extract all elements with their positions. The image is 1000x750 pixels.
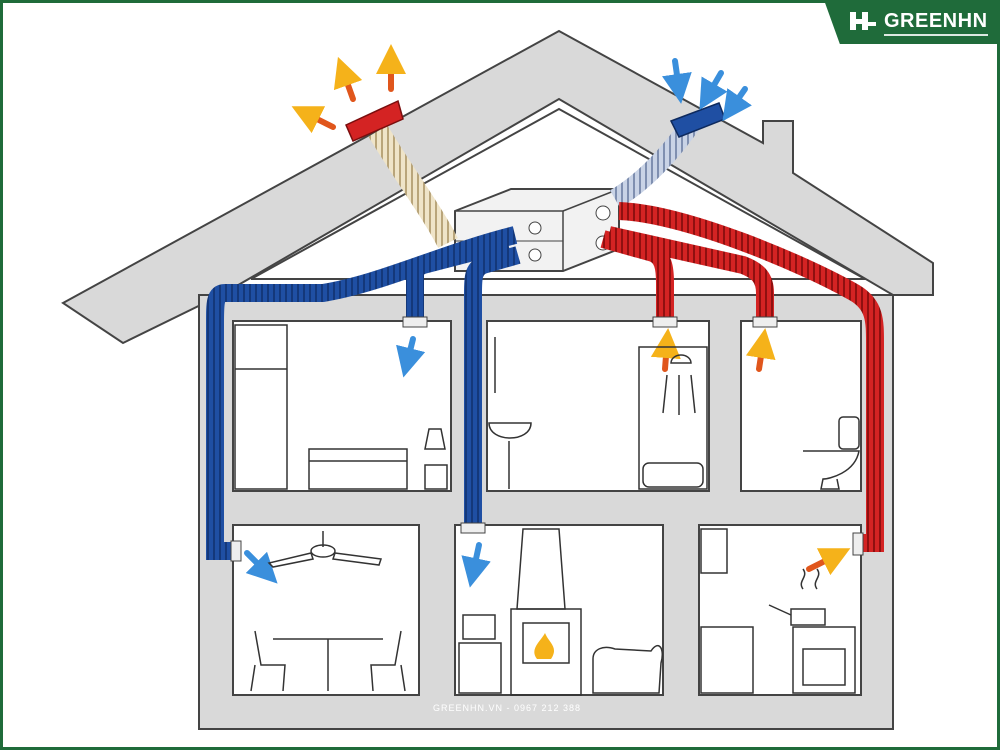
toilet-room (740, 320, 862, 492)
brand-underline (884, 34, 988, 36)
brand-logo-icon (850, 12, 876, 30)
incoming-air-arrows (662, 58, 752, 122)
dining-table-icon (250, 630, 406, 692)
supply-vent-dining (230, 540, 242, 562)
shower-icon (638, 346, 708, 490)
fireplace-icon (510, 528, 582, 696)
dining-room (232, 524, 420, 696)
supply-vent-bedroom (402, 316, 428, 328)
armchair-icon (592, 645, 663, 694)
extract-ducts (600, 202, 884, 552)
bed-icon (308, 448, 408, 490)
wardrobe-icon (234, 324, 288, 490)
supply-vent-living (460, 522, 486, 534)
living-room (454, 524, 664, 696)
extract-vent-toilet (752, 316, 778, 328)
extract-vent-kitchen (852, 532, 864, 556)
fan-icon (267, 531, 382, 568)
lamp-icon (424, 428, 448, 490)
brand-banner: GREENHN (824, 0, 1000, 44)
outgoing-air-arrows (291, 44, 406, 134)
sink-icon (488, 337, 532, 489)
brand-name: GREENHN (884, 10, 988, 32)
kitchen-cabinet-icon (700, 528, 754, 694)
supply-ducts (206, 226, 521, 560)
bedroom (232, 320, 452, 492)
footer-watermark: GREENHN.VN - 0967 212 388 (433, 703, 582, 713)
desk-icon (458, 614, 502, 694)
ventilation-diagram (61, 29, 934, 730)
exhaust-roof-cap (345, 99, 404, 142)
stove-icon (768, 568, 856, 694)
toilet-icon (803, 416, 860, 490)
extract-vent-bathroom (652, 316, 678, 328)
